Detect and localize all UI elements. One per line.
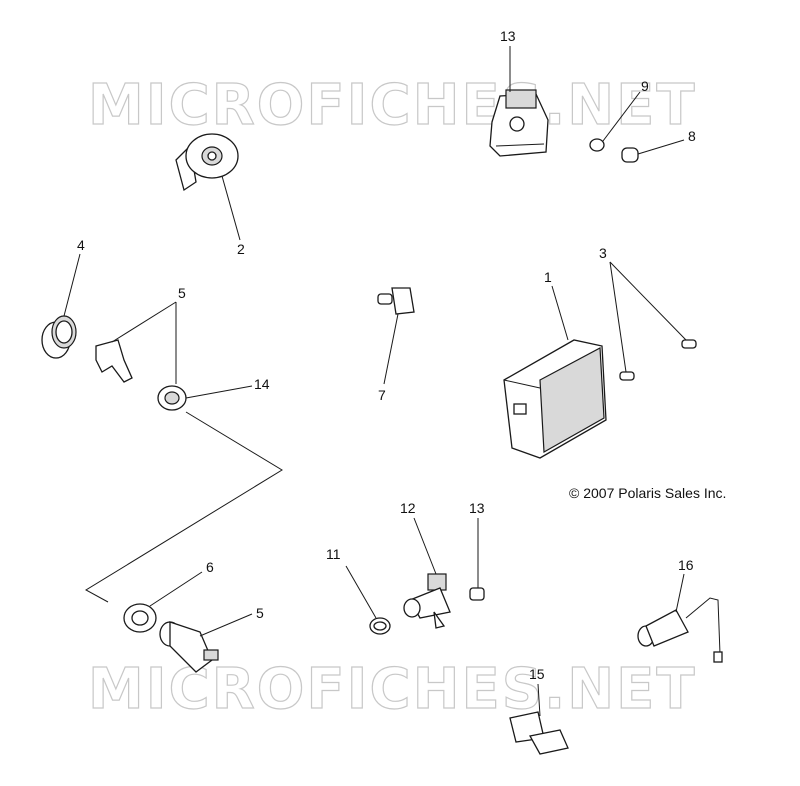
part-2-illustration (175, 133, 239, 192)
part-9-illustration (589, 138, 605, 152)
leader-7 (383, 313, 399, 385)
copyright-notice: © 2007 Polaris Sales Inc. (569, 485, 726, 501)
callout-12: 12 (400, 500, 416, 516)
callout-10: 13 (500, 28, 516, 44)
part-4-illustration (41, 315, 77, 359)
part-10-illustration (489, 89, 549, 157)
callout-9: 9 (641, 78, 649, 94)
leader-2 (221, 175, 241, 241)
leader-9 (602, 91, 641, 142)
part-5-lower-illustration (159, 621, 219, 673)
part-14-illustration (157, 385, 187, 411)
callout-16: 16 (678, 557, 694, 573)
part-15-illustration (509, 711, 569, 755)
callout-5-lower: 5 (256, 605, 264, 621)
callout-1: 1 (544, 269, 552, 285)
leader-14 (185, 385, 253, 399)
part-1-illustration (503, 339, 607, 459)
callout-6: 6 (206, 559, 214, 575)
part-13-illustration (469, 587, 485, 601)
leader-15 (537, 683, 541, 717)
callout-11: 11 (326, 546, 341, 562)
leader-16 (675, 573, 685, 613)
callout-3: 3 (599, 245, 607, 261)
part-6-illustration (123, 603, 157, 633)
part-8-illustration (621, 147, 639, 163)
assembly-guide-line (85, 411, 283, 603)
part-16-illustration (637, 597, 723, 663)
watermark-bottom: MICROFICHES.NET (88, 657, 697, 722)
part-12-illustration (403, 573, 451, 629)
callout-15: 15 (529, 666, 545, 682)
leader-3b (609, 261, 687, 341)
leader-6 (149, 571, 203, 607)
watermark-top: MICROFICHES.NET (88, 73, 697, 138)
part-11-illustration (369, 617, 391, 635)
callout-13: 13 (469, 500, 485, 516)
leader-1 (551, 285, 569, 341)
leader-11 (345, 565, 377, 619)
callout-7: 7 (378, 387, 386, 403)
leader-4 (63, 253, 81, 317)
callout-4: 4 (77, 237, 85, 253)
leader-5a (111, 301, 177, 343)
leader-5c (199, 613, 253, 637)
part-3-illustration (619, 339, 697, 381)
callout-5-upper: 5 (178, 285, 186, 301)
callout-8: 8 (688, 128, 696, 144)
part-7-illustration (377, 287, 415, 315)
callout-2: 2 (237, 241, 245, 257)
leader-8 (637, 139, 685, 155)
leader-3a (609, 261, 627, 373)
callout-14: 14 (254, 376, 270, 392)
leader-12 (413, 517, 437, 575)
part-5-upper-illustration (95, 339, 133, 383)
